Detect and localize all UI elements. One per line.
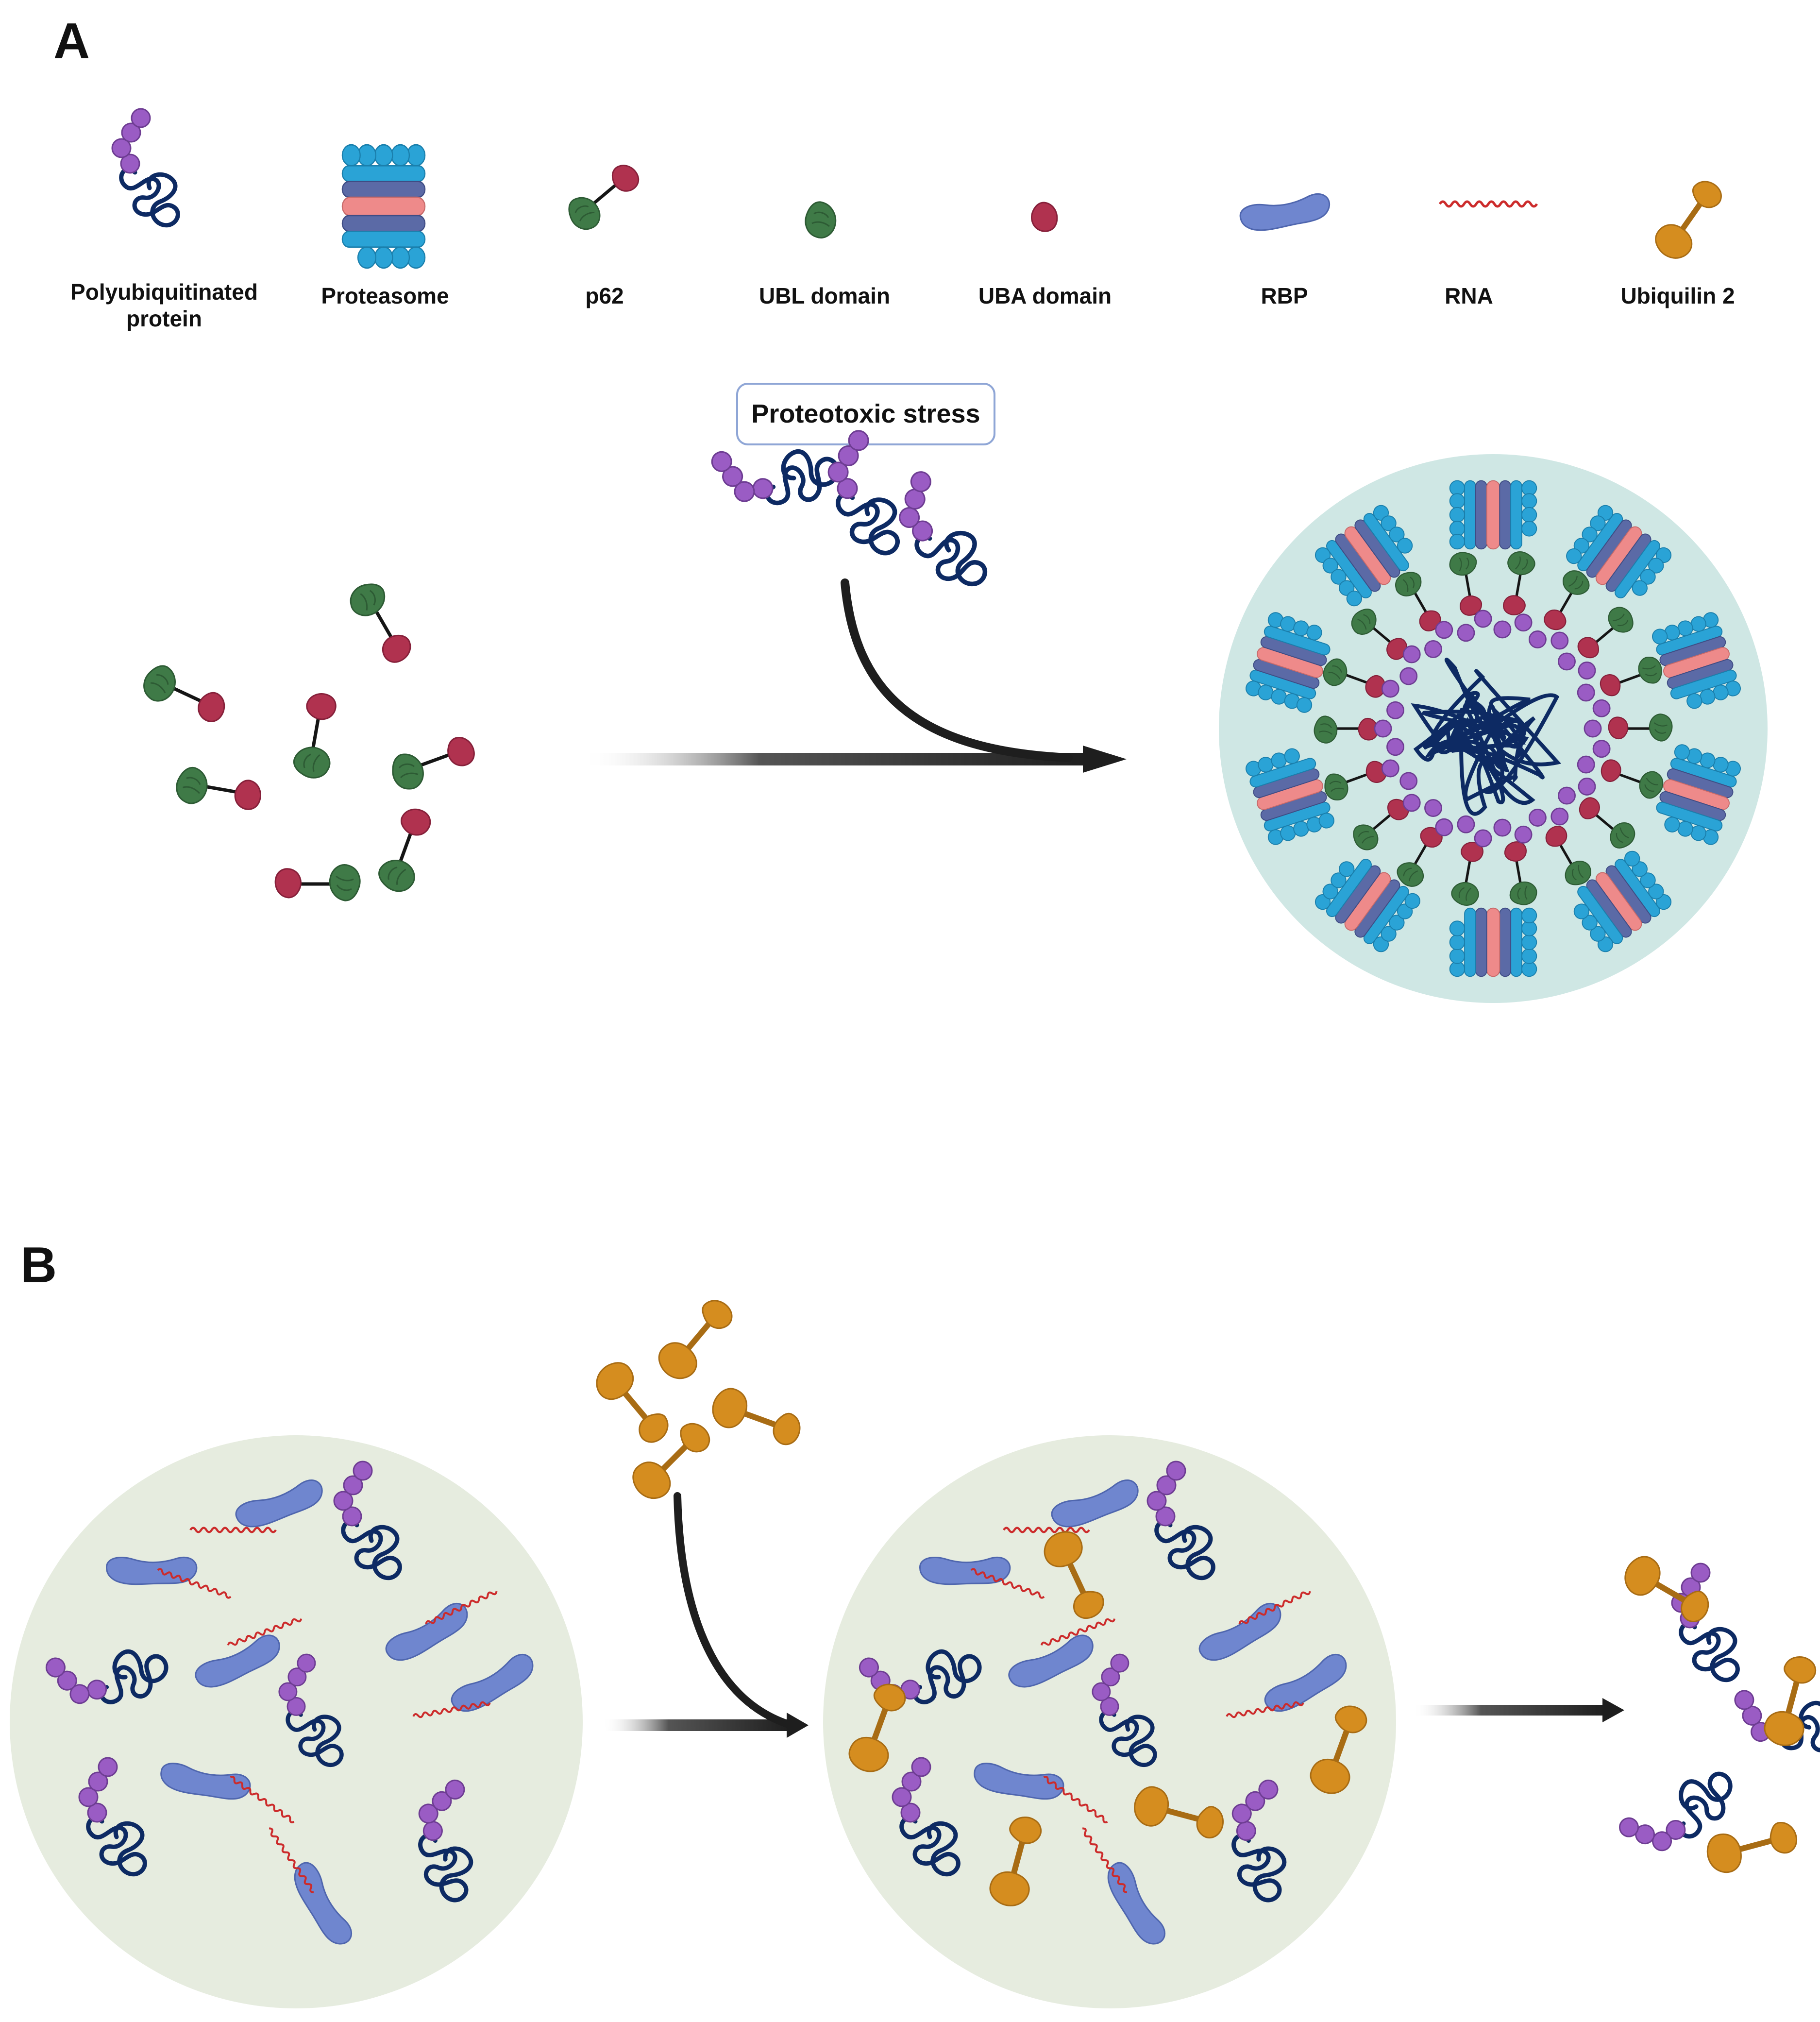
legend-label-polyubiquitinated-line1: Polyubiquitinated [70, 279, 258, 305]
legend-label-proteasome: Proteasome [321, 283, 449, 308]
condensate-ub [1528, 630, 1547, 648]
panel-b-label: B [20, 1237, 57, 1293]
legend-rna-icon [1440, 202, 1537, 206]
condensate-ub [1577, 755, 1595, 774]
condensate-ub [1493, 818, 1512, 837]
condensate-ub [1402, 794, 1421, 812]
legend-ubiquilin2-icon [1650, 173, 1729, 265]
stress-polyub-proteins [702, 422, 988, 598]
legend-label-p62: p62 [585, 283, 624, 308]
condensate-ub [1381, 680, 1399, 698]
proteotoxic-stress-label: Proteotoxic stress [751, 399, 980, 428]
panel-b-arrow-1 [602, 1492, 809, 1738]
legend-p62-icon [562, 158, 646, 236]
legend-polyubiquitinated-icon [112, 109, 178, 225]
condensate-ub [1399, 772, 1418, 790]
condensate-ub [1550, 631, 1569, 650]
proteotoxic-stress-box: Proteotoxic stress [736, 383, 995, 445]
condensate-ub [1558, 652, 1576, 671]
panel-a-arrow [583, 578, 1127, 773]
legend-label-polyubiquitinated-line2: protein [126, 306, 202, 331]
legend-label-rbp: RBP [1261, 283, 1308, 308]
panel-b-arrow-2 [1413, 1698, 1624, 1722]
legend-ubl-icon [805, 201, 837, 239]
p62-body-condensate [1219, 454, 1768, 1003]
condensate-ub [1424, 640, 1442, 658]
condensate-ub [1435, 818, 1453, 836]
condensate-ub [1457, 624, 1475, 642]
condensate-ub [1474, 610, 1492, 628]
condensate-ub [1514, 825, 1533, 844]
condensate-ub [1550, 807, 1569, 826]
condensate-ub [1558, 786, 1576, 805]
condensate-ub [1592, 740, 1611, 758]
condensate-ub [1584, 719, 1602, 738]
condensate-ub [1493, 620, 1512, 639]
condensate-ub [1578, 662, 1596, 680]
condensate-ub [1457, 815, 1475, 833]
legend-rbp-icon [1239, 193, 1331, 231]
condensate-core-tangle [1411, 658, 1562, 816]
legend-uba-icon [1031, 202, 1058, 232]
legend-label-uba: UBA domain [978, 283, 1112, 308]
condensate-ub [1514, 613, 1533, 632]
granule-left [10, 1435, 583, 2008]
free-p62-cluster [139, 578, 479, 901]
condensate-ub [1592, 699, 1611, 717]
panel-a-label: A [53, 13, 90, 69]
legend-label-ubiquilin2: Ubiquilin 2 [1620, 283, 1735, 308]
condensate-ub [1474, 829, 1492, 848]
condensate-ub [1399, 667, 1418, 685]
legend-label-rna: RNA [1445, 283, 1493, 308]
condensate-ub [1374, 719, 1392, 738]
condensate-ub [1386, 738, 1404, 756]
released-complexes [1614, 1551, 1820, 1876]
free-ubiquilin2-cluster [589, 1292, 806, 1506]
legend-label-ubl: UBL domain [759, 283, 890, 308]
condensate-ub [1402, 645, 1421, 663]
condensate-ub [1435, 621, 1453, 639]
condensate-ub [1578, 778, 1596, 796]
condensate-ub [1577, 683, 1595, 702]
condensate-ub [1381, 759, 1399, 778]
condensate-ub [1424, 799, 1442, 817]
legend-proteasome-icon [341, 144, 426, 269]
condensate-ub [1528, 809, 1547, 827]
condensate-ub [1386, 701, 1404, 719]
granule-right [823, 1435, 1396, 2008]
